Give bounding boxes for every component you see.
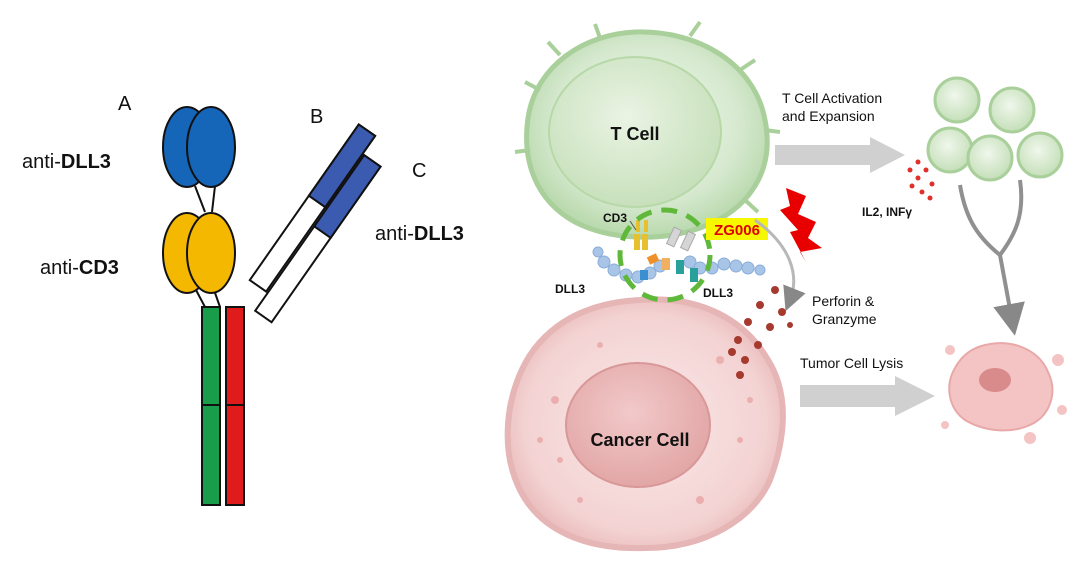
t-cell-label: T Cell <box>610 124 659 144</box>
cytokines-label: IL2, INFγ <box>862 205 912 219</box>
label-b: B <box>310 106 323 128</box>
activation-label-line2: and Expansion <box>782 108 875 124</box>
drug-label: ZG006 <box>714 222 760 239</box>
lysis-arrow <box>800 376 935 416</box>
dll3-left-label: DLL3 <box>555 282 585 296</box>
label-c: C <box>412 160 426 182</box>
label-anti-dll3-left: anti-DLL3 <box>22 151 111 173</box>
fab-arm-c-variable <box>307 123 377 209</box>
release-arrow <box>754 218 806 312</box>
synapse-antibodies <box>634 220 698 282</box>
perforin-label-line1: Perforin & <box>812 293 875 309</box>
lysis-label: Tumor Cell Lysis <box>800 355 903 371</box>
cd3-label: CD3 <box>603 211 627 225</box>
cytokine-dots <box>907 159 935 201</box>
synapse-ring <box>617 207 713 303</box>
t-cell: T Cell <box>514 20 781 240</box>
anti-cd3-domain <box>162 212 236 294</box>
dll3-chain-left <box>592 246 667 284</box>
lysed-tumor-cell <box>941 342 1067 444</box>
drug-badge: ZG006 <box>706 218 768 240</box>
dll3-right-label: DLL3 <box>703 286 733 300</box>
activation-label-line1: T Cell Activation <box>782 90 882 106</box>
cancer-cell-label: Cancer Cell <box>590 430 689 450</box>
mechanism-illustration: Cancer Cell T Cell <box>504 20 1067 552</box>
activation-arrow <box>775 137 905 173</box>
fab-arm <box>248 123 382 324</box>
merge-arrows <box>958 179 1025 336</box>
fab-arm-b-variable <box>312 153 382 240</box>
cancer-cell: Cancer Cell <box>504 296 786 552</box>
antibody-schematic: A B C anti-DLL3 anti-CD3 anti-DLL3 <box>22 93 464 506</box>
lightning-icon <box>780 188 822 262</box>
perforin-granules <box>728 286 793 379</box>
label-a: A <box>118 93 132 115</box>
perforin-label-line2: Granzyme <box>812 311 877 327</box>
label-anti-cd3: anti-CD3 <box>40 257 119 279</box>
label-anti-dll3-right: anti-DLL3 <box>375 223 464 245</box>
anti-dll3-domain <box>162 106 236 188</box>
expanded-t-cells <box>926 76 1064 182</box>
